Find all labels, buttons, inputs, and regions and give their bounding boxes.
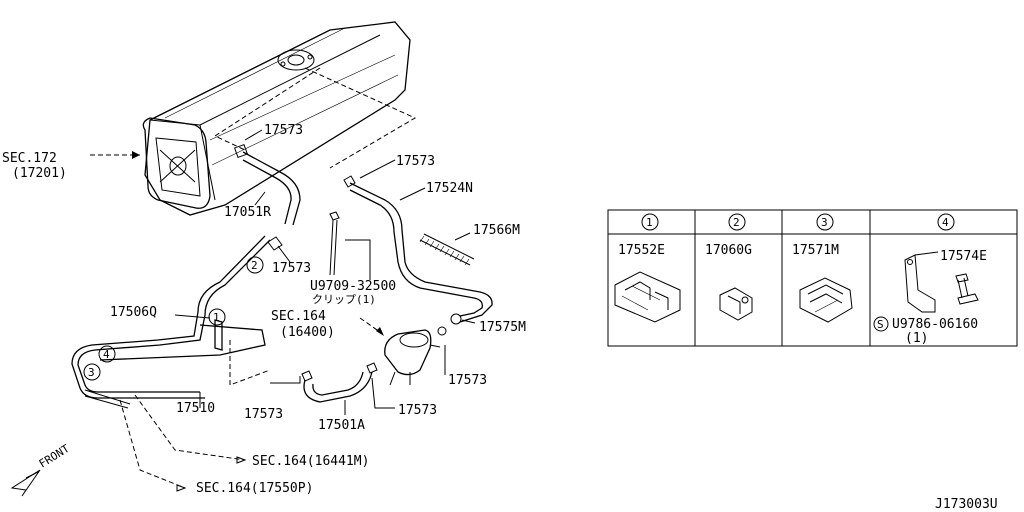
clip-1-drawing	[614, 271, 681, 323]
clip-3-drawing	[799, 277, 853, 323]
label-17573-f: 17573	[398, 403, 437, 418]
label-sec164-sub: (16400)	[280, 325, 335, 340]
marker-3: 3	[88, 366, 95, 379]
label-17573-e: 17573	[244, 407, 283, 422]
label-17573-a: 17573	[264, 123, 303, 138]
diagram-id: J173003U	[935, 497, 998, 512]
table-header-4: 4	[942, 216, 949, 229]
label-17566M: 17566M	[473, 223, 520, 238]
label-17573-d: 17573	[448, 373, 487, 388]
tube-assembly-17506Q-17510	[71, 235, 271, 492]
front-arrow	[10, 469, 41, 497]
canister	[142, 21, 411, 216]
table-header-2: 2	[733, 216, 740, 229]
label-17524N: 17524N	[426, 181, 473, 196]
marker-1: 1	[213, 311, 220, 324]
label-front: FRONT	[37, 442, 72, 471]
label-17573-c: 17573	[396, 154, 435, 169]
spring-17566M	[419, 233, 475, 266]
marker-2: 2	[251, 259, 258, 272]
label-17573-b: 17573	[272, 261, 311, 276]
table-cell-bolt: U9786-06160	[892, 317, 978, 332]
table-cell-17060G: 17060G	[705, 243, 752, 258]
label-sec172: SEC.172	[2, 151, 57, 166]
table-header-3: 3	[821, 216, 828, 229]
bracket-4-drawing	[904, 251, 979, 313]
table-cell-17552E: 17552E	[618, 243, 665, 258]
table-cell-17574E: 17574E	[940, 249, 987, 264]
hose-17501A	[301, 362, 378, 403]
label-sec164: SEC.164	[271, 309, 326, 324]
label-clip-name: クリップ(1)	[312, 293, 376, 306]
clip-part	[329, 211, 371, 280]
label-clip-code: U9709-32500	[310, 279, 396, 294]
hose-17051R	[233, 143, 301, 251]
leader-lines	[174, 129, 476, 415]
table-bolt-mark: S	[877, 318, 884, 331]
label-17501A: 17501A	[318, 418, 365, 433]
label-sec172-sub: (17201)	[12, 166, 67, 181]
label-17575M: 17575M	[479, 320, 526, 335]
clip-2-drawing	[719, 287, 753, 321]
label-sec164-17550P: SEC.164(17550P)	[196, 481, 313, 496]
label-17510: 17510	[176, 401, 215, 416]
hose-17524N	[343, 175, 493, 325]
table-cell-17571M: 17571M	[792, 243, 839, 258]
valve-16400	[359, 317, 441, 386]
marker-circles	[83, 256, 447, 381]
table-cell-qty: (1)	[905, 331, 928, 346]
label-sec164-16441M: SEC.164(16441M)	[252, 454, 369, 469]
label-17506Q: 17506Q	[110, 305, 157, 320]
marker-4: 4	[103, 348, 110, 361]
table-header-1: 1	[646, 216, 653, 229]
label-17051R: 17051R	[224, 205, 271, 220]
canister-leaders	[90, 67, 417, 169]
parts-table: 1 2 3 4 17552E 17060G 17571M 17574E S U9…	[607, 209, 1018, 347]
